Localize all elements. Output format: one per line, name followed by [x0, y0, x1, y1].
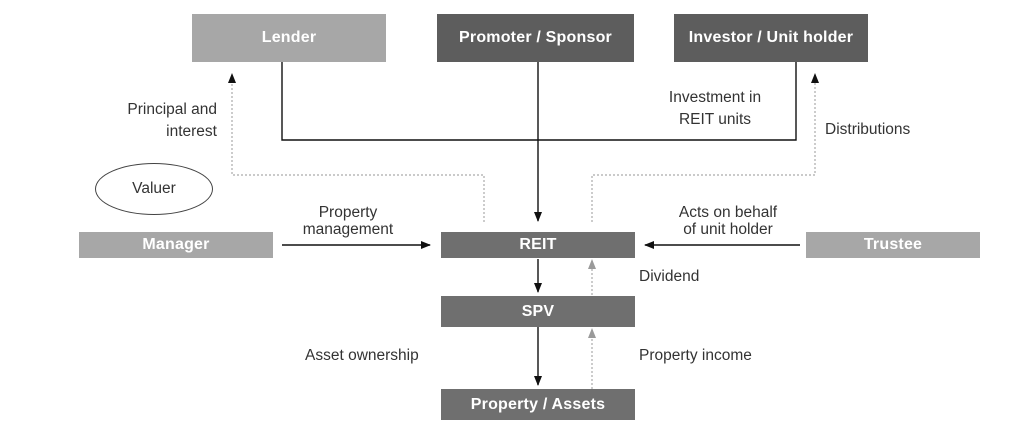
property-income-label: Property income — [639, 347, 752, 364]
investment-label-line1: Investment in — [668, 89, 762, 106]
promoter-sponsor-box: Promoter / Sponsor — [437, 14, 634, 62]
investment-label-line2: REIT units — [678, 111, 752, 128]
principal-label-line2: interest — [166, 123, 217, 140]
investment-label: Investment in REIT units — [658, 87, 772, 131]
asset-ownership-label: Asset ownership — [305, 347, 419, 364]
manager-box: Manager — [79, 232, 273, 258]
principal-interest-arrow — [228, 73, 485, 222]
property-mgmt-line2: management — [302, 221, 394, 238]
dividend-label: Dividend — [639, 268, 700, 285]
acts-on-behalf-label: Acts on behalf of unit holder — [664, 204, 792, 238]
lender-box: Lender — [192, 14, 386, 62]
investor-unit-holder-box: Investor / Unit holder — [674, 14, 868, 62]
principal-label-line1: Principal and — [127, 101, 217, 118]
property-assets-box: Property / Assets — [441, 389, 635, 420]
acts-line1: Acts on behalf — [678, 204, 778, 221]
trustee-box: Trustee — [806, 232, 980, 258]
valuer-node: Valuer — [95, 163, 213, 215]
spv-box: SPV — [441, 296, 635, 327]
acts-line2: of unit holder — [683, 221, 773, 238]
property-mgmt-line1: Property — [318, 204, 378, 221]
distributions-label: Distributions — [825, 121, 911, 138]
principal-interest-label: Principal and interest — [113, 99, 217, 143]
investment-line — [281, 62, 797, 141]
distributions-arrow — [591, 73, 819, 222]
reit-box: REIT — [441, 232, 635, 258]
property-management-label: Property management — [295, 204, 401, 238]
